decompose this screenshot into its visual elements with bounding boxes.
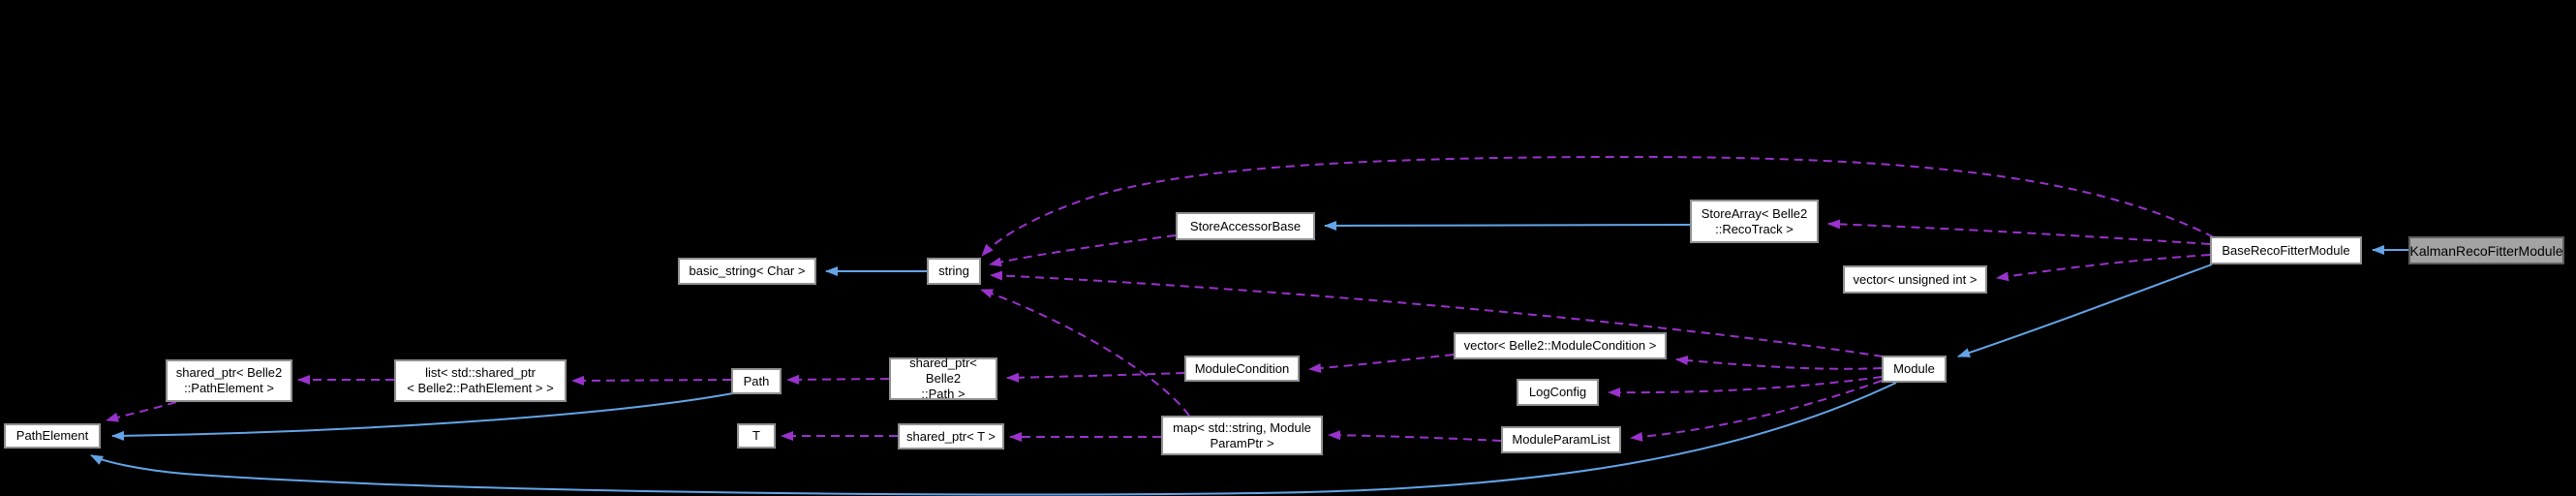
edge-storearray-to-storeaccessorbase bbox=[1324, 220, 1691, 231]
edge-module-to-string bbox=[990, 270, 1884, 357]
edge-vector-modulecondition-to-modulecondition bbox=[1308, 354, 1455, 373]
edge-base-to-vector-uint bbox=[1996, 254, 2211, 282]
node-baserecofittermodule[interactable]: BaseRecoFitterModule bbox=[2210, 236, 2362, 264]
node-moduleparamlist[interactable]: ModuleParamList bbox=[1501, 426, 1621, 453]
node-map-moduleparamptr[interactable]: map< std::string, Module ParamPtr > bbox=[1161, 416, 1323, 455]
edge-sp-pathelement-to-pathelement bbox=[106, 401, 177, 422]
edge-storeaccessorbase-to-string bbox=[989, 234, 1177, 267]
edge-modulecondition-to-sp-path bbox=[1006, 372, 1185, 383]
edge-sp-path-to-path bbox=[786, 374, 890, 385]
edge-base-to-string bbox=[981, 155, 2215, 257]
edge-map-to-string bbox=[980, 289, 1190, 417]
edge-path-to-list bbox=[571, 375, 732, 386]
node-vector-modulecondition[interactable]: vector< Belle2::ModuleCondition > bbox=[1454, 332, 1667, 359]
node-shared-ptr-pathelement[interactable]: shared_ptr< Belle2 ::PathElement > bbox=[166, 359, 292, 402]
edge-module-to-pathelement bbox=[90, 382, 1897, 496]
node-modulecondition[interactable]: ModuleCondition bbox=[1184, 356, 1300, 382]
node-shared-ptr-t[interactable]: shared_ptr< T > bbox=[898, 423, 1004, 450]
node-storearray-recotrack[interactable]: StoreArray< Belle2 ::RecoTrack > bbox=[1690, 200, 1819, 243]
node-list-shared-ptr-pathelement[interactable]: list< std::shared_ptr < Belle2::PathElem… bbox=[394, 359, 567, 402]
node-shared-ptr-path[interactable]: shared_ptr< Belle2 ::Path > bbox=[889, 356, 997, 401]
edge-module-to-logconfig bbox=[1608, 376, 1883, 398]
edge-path-to-pathelement bbox=[111, 392, 734, 441]
edge-module-to-vector-modulecondition bbox=[1675, 356, 1883, 370]
node-module[interactable]: Module bbox=[1882, 356, 1947, 383]
node-kalmanrecofittermodule[interactable]: KalmanRecoFitterModule bbox=[2408, 236, 2564, 264]
edge-module-to-moduleparamlist bbox=[1630, 380, 1883, 442]
node-string[interactable]: string bbox=[927, 258, 981, 285]
edge-moduleparamlist-to-map bbox=[1328, 430, 1502, 442]
node-logconfig[interactable]: LogConfig bbox=[1517, 379, 1599, 406]
edge-base-to-storearray bbox=[1827, 219, 2211, 245]
node-storeaccessorbase[interactable]: StoreAccessorBase bbox=[1176, 212, 1315, 240]
node-basic-string[interactable]: basic_string< Char > bbox=[678, 258, 816, 285]
node-path[interactable]: Path bbox=[731, 368, 782, 394]
node-pathelement[interactable]: PathElement bbox=[4, 423, 101, 449]
node-t[interactable]: T bbox=[737, 423, 776, 449]
edge-base-to-module bbox=[1957, 264, 2213, 357]
node-vector-unsigned-int[interactable]: vector< unsigned int > bbox=[1843, 265, 1987, 294]
